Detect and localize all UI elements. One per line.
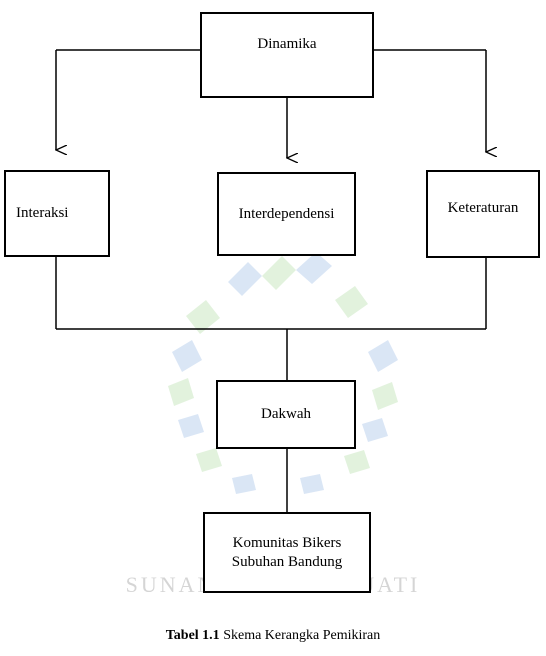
node-dinamika-label: Dinamika (257, 36, 317, 52)
node-interaksi-label: Interaksi (16, 205, 69, 221)
node-dakwah-label: Dakwah (261, 406, 311, 422)
node-keteraturan: Keteraturan (426, 170, 540, 258)
node-interaksi: Interaksi (4, 170, 110, 257)
node-komunitas: Komunitas Bikers Subuhan Bandung (203, 512, 371, 593)
node-dinamika: Dinamika (200, 12, 374, 98)
node-komunitas-line1: Komunitas Bikers (232, 534, 342, 551)
figure-caption: Tabel 1.1 Skema Kerangka Pemikiran (0, 628, 546, 644)
caption-text: Skema Kerangka Pemikiran (219, 628, 381, 643)
node-keteraturan-label: Keteraturan (447, 200, 519, 216)
node-interdependensi: Interdependensi (217, 172, 356, 256)
node-interdependensi-label: Interdependensi (238, 205, 335, 222)
node-komunitas-line2: Subuhan Bandung (231, 553, 343, 570)
node-dakwah: Dakwah (216, 380, 356, 449)
caption-label: Tabel 1.1 (165, 628, 220, 643)
